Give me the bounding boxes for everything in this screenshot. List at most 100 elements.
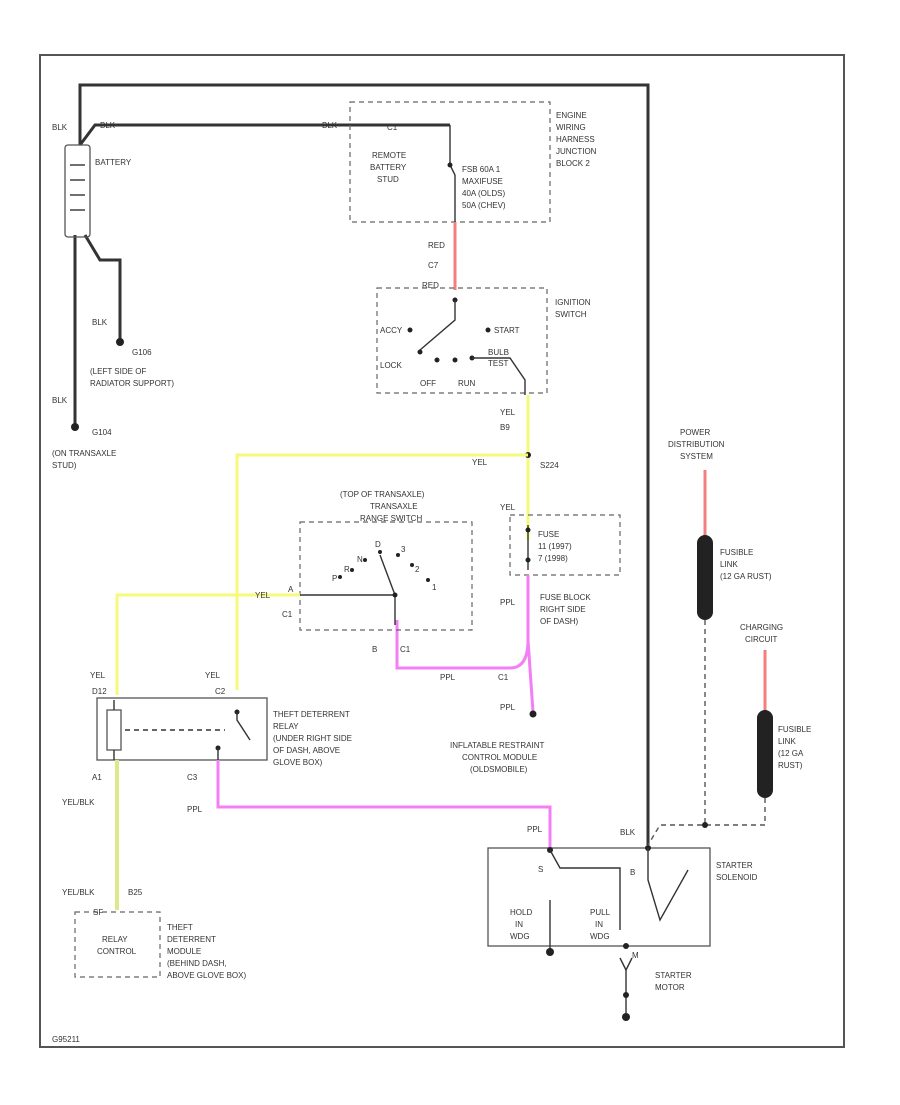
ppl-wire-airbag xyxy=(526,639,535,713)
gear-label: 1 xyxy=(432,583,437,592)
range-switch-label: (TOP OF TRANSAXLE) xyxy=(340,490,425,499)
ground-g104-label: G104 xyxy=(92,428,112,437)
range-switch-wire xyxy=(300,594,396,625)
maxifuse-symbol xyxy=(449,125,456,245)
fusible-link-label: LINK xyxy=(720,560,738,569)
battery xyxy=(64,144,91,238)
wire-label-blk: BLK xyxy=(100,121,116,130)
motor-terminal xyxy=(623,943,629,949)
wire-label-yel: YEL xyxy=(255,591,271,600)
maxifuse-label: FSB 60A 1 xyxy=(462,165,501,174)
blk-battery-to-stud-wire xyxy=(78,123,450,146)
gear-label: 3 xyxy=(401,545,406,554)
pin-label: B xyxy=(630,868,635,877)
blk-main-wire xyxy=(78,83,650,845)
engine-junction-label: BLOCK 2 xyxy=(556,159,590,168)
solenoid-winding-wire xyxy=(549,849,621,930)
splice-label: S224 xyxy=(540,461,559,470)
fuse-block-label: FUSE BLOCK xyxy=(540,593,591,602)
pull-in-label: IN xyxy=(595,920,603,929)
ign-lock-label: LOCK xyxy=(380,361,402,370)
ground-g104-desc: STUD) xyxy=(52,461,77,470)
pin-label: C1 xyxy=(282,610,293,619)
pin-label: A1 xyxy=(92,773,102,782)
ign-bulb-label: TEST xyxy=(488,359,509,368)
fuse-node xyxy=(525,557,531,563)
fuse-block-label: OF DASH) xyxy=(540,617,579,626)
ground-g106-dot xyxy=(116,338,124,346)
hold-in-label: IN xyxy=(515,920,523,929)
theft-module-label: (BEHIND DASH, xyxy=(167,959,227,968)
ignition-switch-box xyxy=(376,287,548,394)
charging-label: CIRCUIT xyxy=(745,635,778,644)
theft-relay-box xyxy=(96,697,268,761)
fuse-label: 11 (1997) xyxy=(538,542,572,551)
wire-label-blk: BLK xyxy=(52,396,68,405)
gear-label: R xyxy=(344,565,350,574)
relay-label: THEFT DETERRENT xyxy=(273,710,350,719)
fuse-label: FUSE xyxy=(538,530,559,539)
theft-module-label: ABOVE GLOVE BOX) xyxy=(167,971,246,980)
airbag-connector-dot xyxy=(529,710,537,718)
ground-g104-desc: (ON TRANSAXLE xyxy=(52,449,116,458)
ground-g106-label: G106 xyxy=(132,348,152,357)
yel-wire-to-relay xyxy=(235,453,528,690)
maxifuse-node xyxy=(447,162,453,168)
wire-label-ppl: PPL xyxy=(500,598,516,607)
range-switch-label: RANGE SWITCH xyxy=(360,514,422,523)
engine-junction-label: HARNESS xyxy=(556,135,595,144)
wire-label-b9: B9 xyxy=(500,423,510,432)
pin-label: C1 xyxy=(498,673,509,682)
ign-bulb-label: BULB xyxy=(488,348,509,357)
relay-label: OF DASH, ABOVE xyxy=(273,746,340,755)
range-switch-label: TRANSAXLE xyxy=(370,502,418,511)
pin-label: C2 xyxy=(215,687,226,696)
airbag-label: (OLDSMOBILE) xyxy=(470,765,528,774)
wire-label-blk: BLK xyxy=(620,828,636,837)
wire-label-yel: YEL xyxy=(500,503,516,512)
fuse-block-label: RIGHT SIDE xyxy=(540,605,586,614)
ign-acc-label: ACCY xyxy=(380,326,403,335)
wire-label-yelblk: YEL/BLK xyxy=(62,798,95,807)
fusible-link-label: (12 GA xyxy=(778,749,804,758)
remote-stud-label: BATTERY xyxy=(370,163,407,172)
fusible-link-label: LINK xyxy=(778,737,796,746)
motor-symbol xyxy=(619,957,633,972)
starter-solenoid-label: SOLENOID xyxy=(716,873,758,882)
ign-off-label: OFF xyxy=(420,379,436,388)
relay-label: RELAY xyxy=(273,722,299,731)
charging-label: CHARGING xyxy=(740,623,783,632)
pin-label: D12 xyxy=(92,687,107,696)
ground-g104-dot xyxy=(71,423,79,431)
pull-in-label: PULL xyxy=(590,908,611,917)
gear-label: 2 xyxy=(415,565,420,574)
gear-label: N xyxy=(357,555,363,564)
pull-in-label: WDG xyxy=(590,932,610,941)
ignition-switch-label: IGNITION xyxy=(555,298,591,307)
pin-label: S xyxy=(538,865,543,874)
wire-label-yel: YEL xyxy=(472,458,488,467)
wire-label-yel: YEL xyxy=(205,671,221,680)
battery-label: BATTERY xyxy=(95,158,132,167)
fuse-node xyxy=(525,527,531,533)
pin-label: A xyxy=(288,585,294,594)
pin-label: C1 xyxy=(400,645,411,654)
starter-motor-label: MOTOR xyxy=(655,983,685,992)
gear-label: D xyxy=(375,540,381,549)
wire-label-yel: YEL xyxy=(500,408,516,417)
wire-label-blk: BLK xyxy=(322,121,338,130)
wire-label-ppl: PPL xyxy=(500,703,516,712)
motor-ground xyxy=(622,1013,630,1021)
engine-junction-label: WIRING xyxy=(556,123,586,132)
theft-module-label: MODULE xyxy=(167,947,201,956)
engine-junction-label: ENGINE xyxy=(556,111,587,120)
starter-solenoid-label: STARTER xyxy=(716,861,753,870)
wire-label-blk: BLK xyxy=(52,123,68,132)
wire-label-red-b: RED xyxy=(422,281,439,290)
remote-stud-label: REMOTE xyxy=(372,151,406,160)
hold-in-label: WDG xyxy=(510,932,530,941)
theft-module-box xyxy=(74,911,161,978)
maxifuse-label: 50A (CHEV) xyxy=(462,201,506,210)
relay-coil xyxy=(106,700,251,760)
